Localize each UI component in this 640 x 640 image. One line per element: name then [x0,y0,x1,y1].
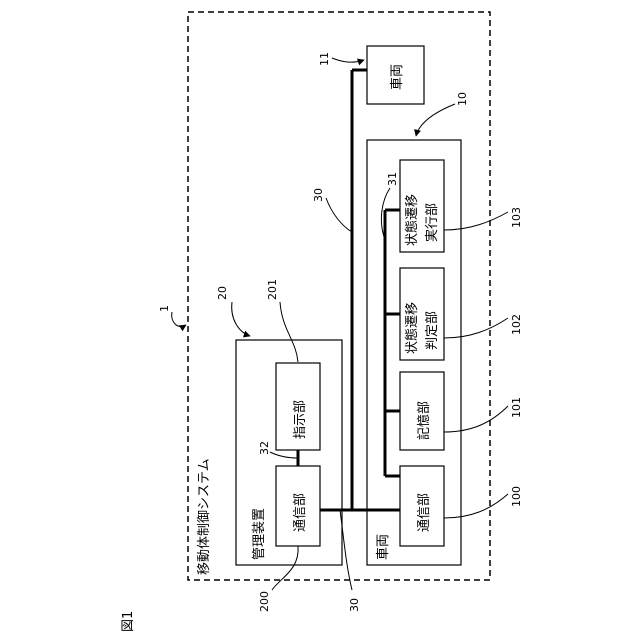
vehicle-other-title: 車両 [390,64,405,90]
network-ref-upper: 30 [312,188,325,202]
mgmt-internal-bus-ref: 32 [258,441,271,455]
storage-unit-label: 記憶部 [416,401,432,440]
transition-exec-unit-ref: 103 [510,207,523,228]
storage-unit-ref: 101 [510,397,523,418]
vehicle-comm-unit-label: 通信部 [417,493,432,532]
system-ref-arrow [172,312,186,327]
mgmt-comm-unit-ref: 200 [258,591,271,612]
management-device-ref: 20 [216,286,229,300]
instruction-unit-label: 指示部 [293,400,308,439]
management-device-ref-arrow [232,302,250,336]
vehicle-internal-bus-ref: 31 [386,172,399,186]
network-ref-lower: 30 [348,598,361,612]
network-ref-upper-leader [326,198,352,232]
vehicle-other-ref: 11 [318,52,331,66]
transition-judge-unit-ref: 102 [510,314,523,335]
transition-exec-unit-label-line1: 状態遷移 [404,194,420,246]
figure-label: 図1 [121,611,136,632]
system-ref: 1 [158,305,171,312]
vehicle-main-ref: 10 [456,92,469,106]
system-title: 移動体制御システム [197,458,212,575]
vehicle-comm-unit-ref: 100 [510,486,523,507]
management-device-title: 管理装置 [252,508,267,560]
transition-judge-unit-label-line2: 判定部 [425,311,440,350]
vehicle-main-title: 車両 [376,534,391,560]
transition-judge-unit-label-line1: 状態遷移 [404,302,420,354]
instruction-unit-ref: 201 [266,279,279,300]
transition-exec-unit-label-line2: 実行部 [424,203,440,242]
vehicle-main-ref-arrow [416,104,455,136]
vehicle-other-ref-arrow [332,58,364,62]
mgmt-comm-unit-label: 通信部 [293,493,308,532]
